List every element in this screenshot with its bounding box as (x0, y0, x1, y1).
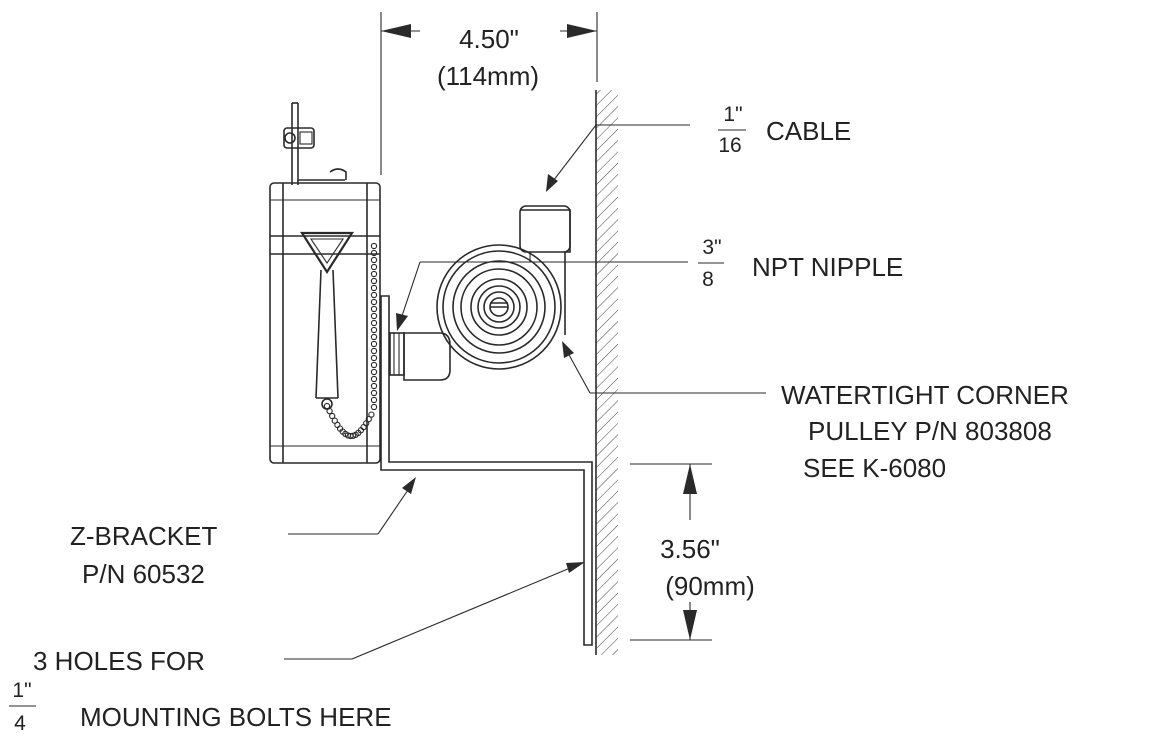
pulley-label-line2: PULLEY P/N 803808 (808, 416, 1052, 446)
nipple-size-denominator: 8 (702, 268, 714, 291)
nipple-label: NPT NIPPLE (752, 252, 903, 282)
bolt-size-denominator: 4 (14, 712, 26, 735)
housing (269, 102, 381, 464)
nipple-leader (396, 261, 688, 331)
cable-size-denominator: 16 (718, 134, 741, 157)
holes-label-line2: MOUNTING BOLTS HERE (80, 702, 392, 732)
bolt-size-numerator: 1" (12, 679, 31, 702)
z-bracket (380, 295, 593, 646)
nipple-size-numerator: 3" (702, 236, 721, 259)
cable-label: CABLE (766, 116, 851, 146)
width-inches: 4.50" (459, 24, 519, 54)
pulley-label-line3: SEE K-6080 (803, 453, 946, 483)
cable-size-numerator: 1" (723, 103, 742, 126)
height-inches: 3.56" (660, 534, 720, 564)
zbracket-label-line2: P/N 60532 (82, 559, 205, 589)
holes-leader (284, 562, 585, 660)
height-mm: (90mm) (665, 571, 755, 601)
npt-nipple (389, 332, 405, 376)
width-mm: (114mm) (437, 61, 539, 91)
height-dimension (630, 463, 712, 641)
cable-leader (546, 124, 690, 192)
wall (595, 90, 618, 655)
pulley-leader (562, 341, 766, 394)
pulley-label-line1: WATERTIGHT CORNER (781, 380, 1069, 410)
zbracket-label-line1: Z-BRACKET (70, 521, 217, 551)
zbracket-leader (288, 477, 416, 535)
corner-pulley (403, 205, 571, 381)
holes-label-line1: 3 HOLES FOR (33, 646, 205, 676)
width-dimension (380, 12, 598, 175)
